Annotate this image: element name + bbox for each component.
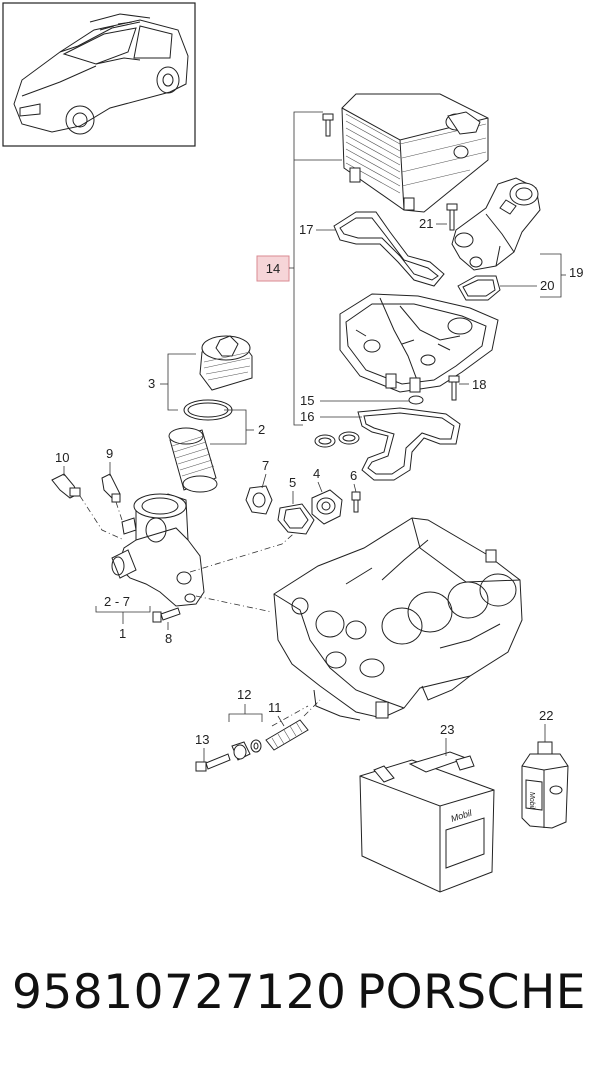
oil-cooler — [341, 93, 489, 213]
bolt-13 — [195, 753, 231, 772]
parts-diagram: 14 17 21 — [2, 2, 583, 893]
label-9: 9 — [106, 446, 113, 461]
label-14: 14 — [266, 261, 280, 276]
part-number: 95810727120 — [12, 965, 347, 1020]
label-8: 8 — [165, 631, 172, 646]
oil-filter-housing-1 — [111, 493, 205, 607]
gasket-7 — [245, 485, 273, 515]
label-14-highlight[interactable]: 14 — [256, 255, 290, 282]
label-3: 3 — [148, 376, 155, 391]
gasket-16 — [314, 407, 461, 481]
bottle-brand-text: Mobil — [528, 792, 535, 809]
oil-jerrycan-23: Mobil — [359, 751, 495, 893]
bolt-6 — [351, 491, 361, 513]
label-20: 20 — [540, 278, 554, 293]
footer: 95810727120 PORSCHE — [0, 965, 600, 1045]
oil-module-housing — [339, 293, 499, 393]
oil-bottle-22: Mobil — [521, 741, 569, 829]
brand-name: PORSCHE — [356, 965, 586, 1020]
label-4: 4 — [313, 466, 320, 481]
label-2: 2 — [258, 422, 265, 437]
label-1: 1 — [119, 626, 126, 641]
label-21: 21 — [419, 216, 433, 231]
sensor-9 — [101, 473, 121, 503]
coolant-housing-19 — [451, 177, 541, 271]
label-12: 12 — [237, 687, 251, 702]
vehicle-thumbnail — [2, 2, 196, 147]
engine-block — [273, 517, 523, 721]
label-6: 6 — [350, 468, 357, 483]
label-16: 16 — [300, 409, 314, 424]
filter-cap-3 — [199, 335, 253, 391]
bolt-21 — [446, 203, 458, 231]
label-15: 15 — [300, 393, 314, 408]
label-13: 13 — [195, 732, 209, 747]
label-11: 11 — [268, 700, 282, 715]
bolt-18 — [448, 375, 460, 401]
plug-parts-12 — [231, 739, 262, 761]
oring-15 — [408, 395, 424, 405]
label-18: 18 — [472, 377, 486, 392]
gasket-20 — [457, 275, 501, 301]
thermostat-4 — [311, 489, 343, 525]
label-22: 22 — [539, 708, 553, 723]
valve-11 — [265, 719, 309, 751]
cooler-bolt — [322, 113, 334, 137]
label-19: 19 — [569, 265, 583, 280]
label-7: 7 — [262, 458, 269, 473]
gasket-17 — [333, 211, 445, 287]
label-23: 23 — [440, 722, 454, 737]
label-17: 17 — [299, 222, 313, 237]
gasket-5 — [277, 503, 315, 535]
label-5: 5 — [289, 475, 296, 490]
sensor-10 — [51, 473, 81, 499]
label-2-7: 2 - 7 — [104, 594, 130, 609]
filter-element-2 — [168, 427, 218, 493]
label-10: 10 — [55, 450, 69, 465]
bolt-8 — [152, 607, 181, 623]
